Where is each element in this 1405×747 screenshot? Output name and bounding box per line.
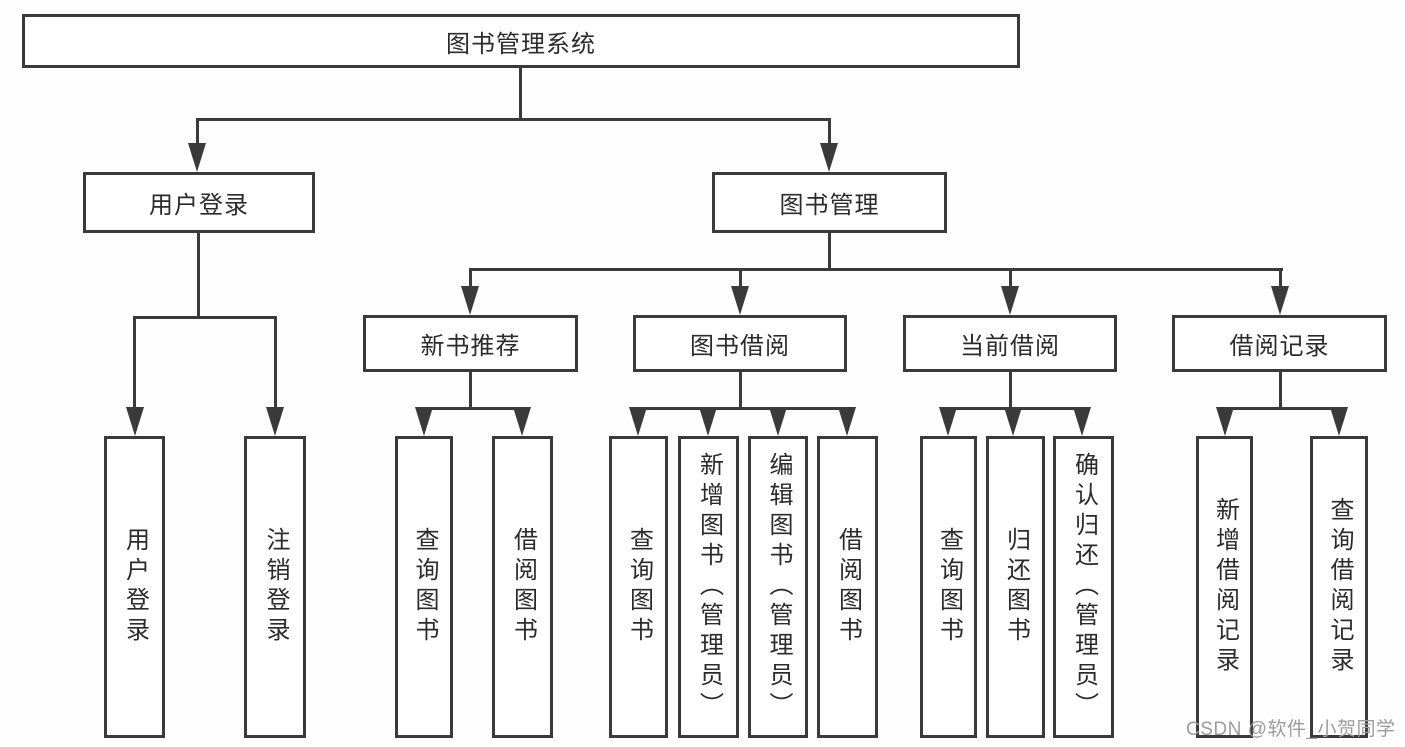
leaf-borrow-book-2: 借阅图书 (817, 436, 878, 738)
connector-level1-bar (196, 118, 831, 121)
connector-new-books-bar (423, 407, 525, 410)
connector-drop-leaf-login (133, 316, 136, 412)
node-new-book-recommend: 新书推荐 (363, 315, 578, 372)
leaf-query-book-1: 查询图书 (395, 436, 453, 738)
leaf-logout-label: 注销登录 (262, 527, 289, 647)
arrowhead-borrow-book-2 (838, 407, 856, 436)
leaf-confirm-return-admin-label: 确认归还（管理员） (1070, 452, 1098, 722)
leaf-user-login-label: 用户登录 (121, 527, 149, 647)
leaf-add-borrow-record: 新增借阅记录 (1196, 436, 1253, 738)
leaf-borrow-book-2-label: 借阅图书 (834, 527, 862, 647)
arrowhead-borrow-records (1271, 286, 1289, 315)
node-current-borrowing-label: 当前借阅 (960, 333, 1060, 360)
leaf-return-book-label: 归还图书 (1002, 527, 1030, 647)
connector-book-mgmt-stem (828, 233, 831, 271)
leaf-return-book: 归还图书 (986, 436, 1045, 738)
node-book-management: 图书管理 (712, 172, 947, 233)
leaf-query-book-2: 查询图书 (609, 436, 668, 738)
arrowhead-book-mgmt (820, 143, 838, 172)
arrowhead-user-login (188, 143, 206, 172)
node-borrowing-records: 借阅记录 (1172, 315, 1387, 372)
arrowhead-edit-book (769, 407, 787, 436)
node-root-label: 图书管理系统 (446, 30, 596, 58)
arrowhead-book-borrow (731, 286, 749, 315)
leaf-logout: 注销登录 (244, 436, 306, 738)
connector-new-books-stem (469, 372, 472, 410)
leaf-add-book-admin-label: 新增图书（管理员） (695, 452, 723, 722)
leaf-query-book-1-label: 查询图书 (411, 527, 438, 647)
node-root: 图书管理系统 (22, 14, 1020, 68)
arrowhead-leaf-logout (266, 407, 284, 436)
leaf-add-borrow-record-label: 新增借阅记录 (1211, 497, 1239, 677)
connector-drop-leaf-logout (274, 316, 277, 412)
leaf-query-book-3: 查询图书 (920, 436, 977, 738)
connector-drop-book-borrow (739, 268, 742, 292)
arrowhead-query-book-2 (629, 407, 647, 436)
connector-drop-book-mgmt (828, 118, 831, 152)
connector-level2-bar (469, 268, 1283, 271)
node-book-management-label: 图书管理 (779, 192, 880, 219)
leaf-add-book-admin: 新增图书（管理员） (678, 436, 739, 738)
leaf-query-borrow-record-label: 查询借阅记录 (1326, 497, 1353, 677)
arrowhead-query-book-3 (939, 407, 957, 436)
arrowhead-query-book-1 (415, 407, 433, 436)
leaf-borrow-book-1-label: 借阅图书 (509, 527, 537, 647)
connector-user-login-bar (134, 316, 277, 319)
leaf-confirm-return-admin: 确认归还（管理员） (1053, 436, 1114, 738)
arrowhead-new-books (461, 286, 479, 315)
leaf-query-book-2-label: 查询图书 (625, 527, 653, 647)
connector-root-stem (519, 68, 522, 121)
leaf-query-borrow-record: 查询借阅记录 (1310, 436, 1368, 738)
connector-drop-new-books (469, 268, 472, 292)
leaf-edit-book-admin: 编辑图书（管理员） (748, 436, 808, 738)
connector-borrow-records-stem (1279, 372, 1282, 410)
csdn-watermark: CSDN @软件_小贺同学 (1186, 719, 1396, 740)
leaf-query-book-3-label: 查询图书 (935, 527, 963, 647)
arrowhead-current-borrow (1001, 286, 1019, 315)
leaf-borrow-book-1: 借阅图书 (492, 436, 553, 738)
node-book-borrowing-label: 图书借阅 (690, 333, 790, 360)
arrowhead-leaf-login (126, 407, 144, 436)
leaf-edit-book-admin-label: 编辑图书（管理员） (765, 452, 792, 722)
arrowhead-confirm-return (1073, 407, 1091, 436)
node-user-login: 用户登录 (83, 172, 315, 233)
connector-borrow-records-bar (1224, 407, 1341, 410)
connector-user-login-stem (197, 233, 200, 319)
node-new-book-recommend-label: 新书推荐 (420, 333, 521, 360)
node-user-login-label: 用户登录 (149, 192, 249, 219)
connector-drop-user-login (196, 118, 199, 152)
node-book-borrowing: 图书借阅 (633, 315, 847, 372)
connector-book-borrow-stem (739, 372, 742, 410)
connector-drop-borrow-records (1279, 268, 1282, 292)
connector-current-borrow-stem (1009, 372, 1012, 410)
leaf-user-login: 用户登录 (104, 436, 165, 738)
node-current-borrowing: 当前借阅 (903, 315, 1117, 372)
arrowhead-borrow-book-1 (513, 407, 531, 436)
arrowhead-query-borrow-record (1330, 407, 1348, 436)
node-borrowing-records-label: 借阅记录 (1229, 333, 1330, 360)
arrowhead-return-book (1004, 407, 1022, 436)
arrowhead-add-borrow-record (1216, 407, 1234, 436)
connector-book-borrow-bar (637, 407, 849, 410)
arrowhead-add-book (699, 407, 717, 436)
connector-drop-current-borrow (1009, 268, 1012, 292)
